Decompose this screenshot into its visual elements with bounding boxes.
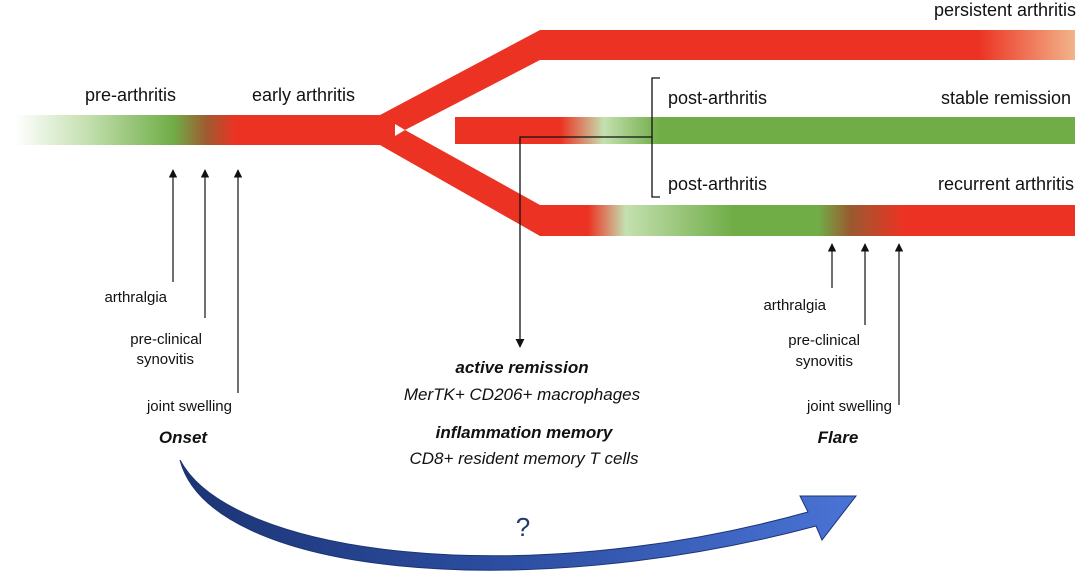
onset-synovitis-label: synovitis (136, 351, 194, 368)
early-arthritis-label: early arthritis (252, 85, 355, 105)
flare-arthralgia-label: arthralgia (763, 297, 826, 314)
active-remission-label: active remission (455, 358, 588, 377)
post-arthritis-lower-label: post-arthritis (668, 174, 767, 194)
recurrent-arthritis-label: recurrent arthritis (938, 174, 1074, 194)
onset-joint-swelling-label: joint swelling (146, 398, 232, 415)
macrophages-label: MerTK+ CD206+ macrophages (404, 385, 641, 404)
flare-synovitis-label: synovitis (795, 353, 853, 370)
lower-branch (380, 130, 540, 236)
onset-preclinical-label: pre-clinical (130, 331, 202, 348)
onset-to-flare-arrow (179, 459, 858, 571)
t-cells-label: CD8+ resident memory T cells (409, 449, 639, 468)
flare-preclinical-label: pre-clinical (788, 332, 860, 349)
question-mark: ? (516, 512, 530, 542)
persistent-arthritis-label: persistent arthritis (934, 0, 1076, 20)
onset-arthralgia-label: arthralgia (104, 289, 167, 306)
flare-joint-swelling-label: joint swelling (806, 398, 892, 415)
upper-branch (380, 30, 540, 130)
stable-remission-bar (455, 117, 1075, 144)
pre-arthritis-bar (15, 115, 260, 145)
pre-arthritis-label: pre-arthritis (85, 85, 176, 105)
onset-title: Onset (159, 428, 209, 447)
stable-remission-label: stable remission (941, 88, 1071, 108)
recurrent-arthritis-bar (540, 205, 1075, 236)
post-arthritis-upper-label: post-arthritis (668, 88, 767, 108)
early-arthritis-bar (255, 115, 395, 145)
persistent-arthritis-bar (540, 30, 1075, 60)
remission-connector-arrow (515, 136, 628, 348)
flare-title: Flare (818, 428, 859, 447)
inflammation-memory-label: inflammation memory (436, 423, 614, 442)
